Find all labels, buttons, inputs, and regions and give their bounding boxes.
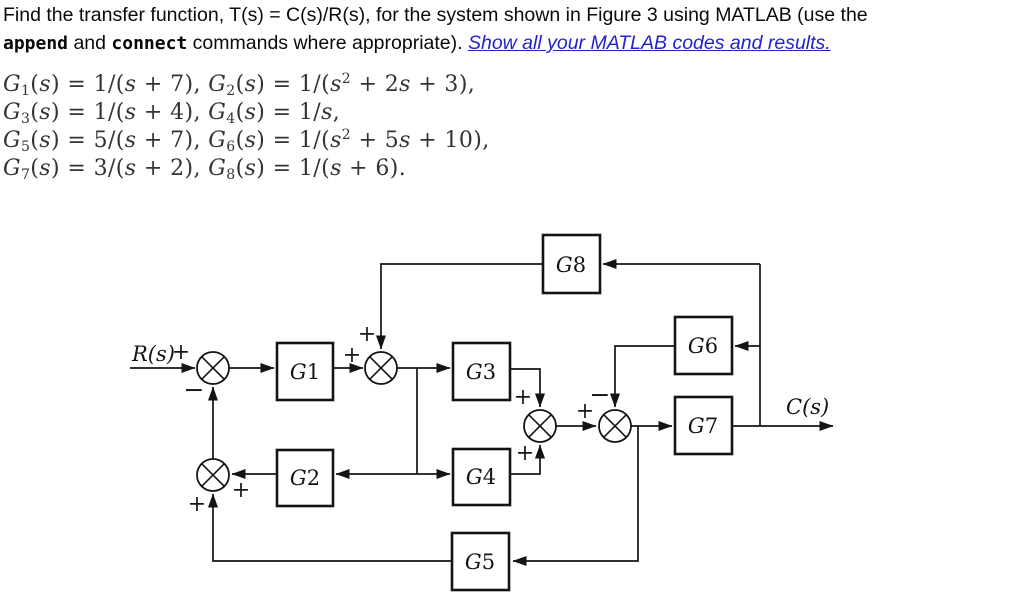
emphasis-instruction: Show all your MATLAB codes and results. [467,32,831,54]
equation-line: G1(s) = 1/(s + 7), G2(s) = 1/(s2 + 2s + … [3,71,476,99]
svg-text:G3: G3 [466,360,496,384]
sign-plus-junction5-bottom: + [188,492,206,517]
sign-plus-junction2-top: + [358,322,376,347]
wire-takeoff-to-g5 [512,426,639,566]
wire-g4-to-junction3 [510,444,545,475]
sign-plus-junction3-top: + [514,385,532,410]
block-g6: G6 [673,315,734,376]
code-word-append: append [3,33,69,54]
svg-text:G1: G1 [290,360,320,384]
summing-junction-5 [196,458,230,492]
transfer-blocks: G1 G2 G3 G4 G5 G6 G7 G8 [275,233,734,592]
wire-g6-to-junction4 [610,345,675,408]
summing-junction-4 [598,409,632,443]
summing-junctions [196,351,632,492]
svg-text:G7: G7 [688,414,718,438]
block-g1: G1 [275,341,335,402]
code-word-connect: connect [111,33,188,54]
equations-list: G1(s) = 1/(s + 7), G2(s) = 1/(s2 + 2s + … [3,71,490,183]
sign-plus-junction3-bottom: + [516,441,534,466]
sign-plus-junction5-right: + [232,478,250,503]
svg-text:G6: G6 [688,334,718,358]
equation-line: G5(s) = 5/(s + 7), G6(s) = 1/(s2 + 5s + … [3,127,490,155]
svg-text:G5: G5 [465,550,495,574]
equation-line: G7(s) = 3/(s + 2), G8(s) = 1/(s + 6). [3,156,407,183]
output-label: C(s) [786,395,829,419]
sign-plus-junction2-left: + [343,343,361,368]
wire-g5-to-junction5 [208,493,452,562]
block-g2: G2 [275,448,335,508]
block-g8: G8 [541,233,602,295]
equation-line: G3(s) = 1/(s + 4), G4(s) = 1/s, [3,100,341,127]
sign-plus-junction4-left: + [576,399,594,424]
block-g7: G7 [673,395,734,456]
svg-text:G4: G4 [466,465,496,489]
signal-wires [130,259,834,566]
problem-statement-line1: Find the transfer function, T(s) = C(s)/… [3,4,868,26]
summing-junction-3 [523,409,557,443]
block-g4: G4 [451,447,512,507]
wire-g3-to-junction3 [510,368,545,408]
summing-junction-2 [364,351,398,385]
input-label: R(s) [131,342,175,366]
statement-text: and [68,32,112,54]
problem-statement-line2: append and connect commands where approp… [3,32,831,55]
block-g5: G5 [450,531,511,592]
block-g3: G3 [451,341,512,402]
svg-text:G8: G8 [556,253,586,277]
statement-text: commands where appropriate). [187,32,468,54]
summing-junction-1 [196,351,230,385]
svg-text:G2: G2 [290,466,320,490]
sign-minus-junction1: − [184,375,205,404]
sign-minus-junction4: − [590,380,611,409]
sign-plus-input: + [172,340,190,365]
wire-g8-to-junction2 [376,263,543,350]
summing-signs: + − + + + + + − + + [172,322,611,517]
